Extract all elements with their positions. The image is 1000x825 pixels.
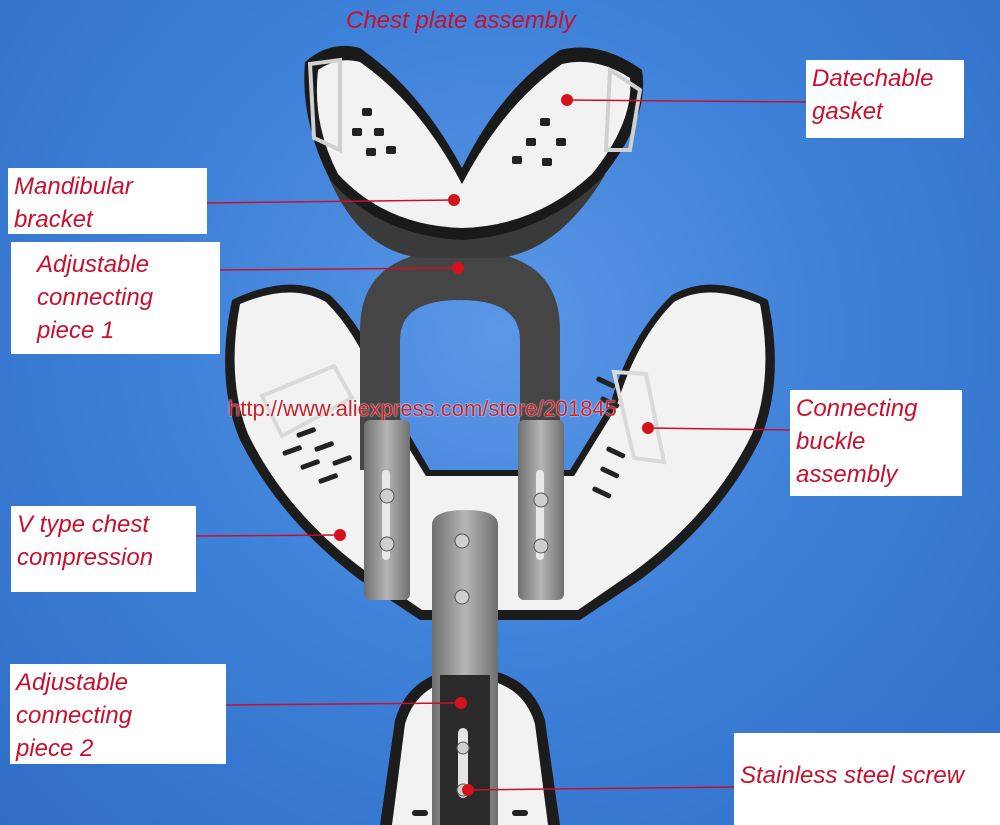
label-adjustable-connecting-piece-2: Adjustable connecting piece 2	[10, 664, 226, 764]
label-stainless-steel-screw: Stainless steel screw	[734, 733, 1000, 825]
central-metal-strip	[432, 510, 498, 825]
chin-cup	[304, 45, 644, 240]
label-detachable-gasket: Datechable gasket	[806, 60, 964, 138]
left-buckle	[259, 363, 355, 439]
mandibular-bracket-shape	[330, 150, 605, 258]
label-mandibular-bracket: Mandibular bracket	[8, 168, 207, 234]
right-vent-slots	[592, 376, 626, 499]
left-vent-slots	[282, 427, 352, 484]
v-chest-plate	[225, 284, 775, 620]
label-adjustable-connecting-piece-1: Adjustable connecting piece 1	[11, 242, 220, 354]
store-url-watermark: http://www.aliexpress.com/store/201845	[228, 396, 617, 421]
right-buckle	[611, 369, 667, 465]
adjustable-piece-1-shape	[360, 250, 560, 470]
side-metal-bars	[364, 420, 564, 600]
label-v-type-chest-compression: V type chest compression	[11, 506, 196, 592]
label-chest-plate-assembly: Chest plate assembly	[346, 7, 576, 34]
marker-dots	[334, 94, 654, 796]
label-connecting-buckle-assembly: Connecting buckle assembly	[790, 390, 962, 496]
leader-lines	[195, 99, 807, 791]
